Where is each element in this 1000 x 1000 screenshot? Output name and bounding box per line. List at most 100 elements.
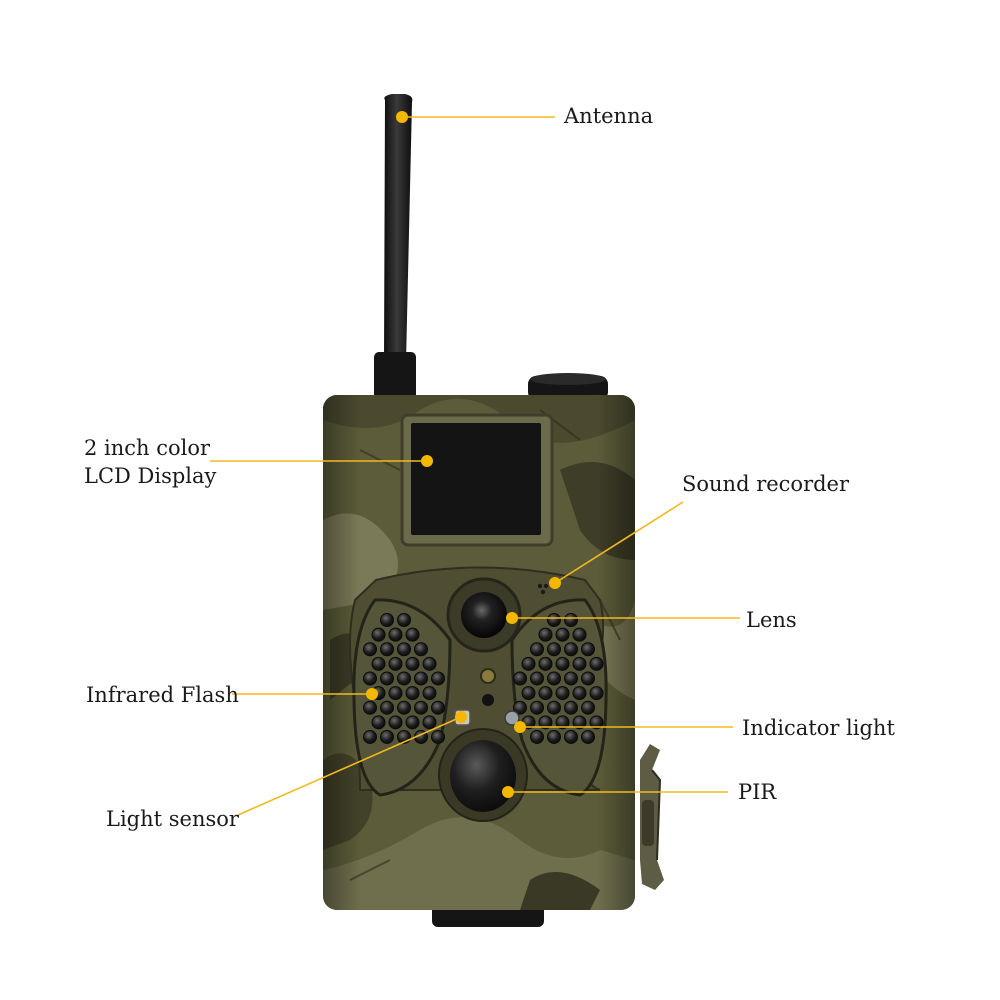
ir-led bbox=[371, 656, 386, 671]
ir-led bbox=[547, 642, 561, 657]
ir-led bbox=[572, 627, 587, 642]
callout-line-sound-recorder bbox=[554, 501, 684, 584]
ir-led bbox=[581, 700, 595, 715]
ir-led bbox=[363, 671, 377, 686]
ir-led bbox=[521, 686, 536, 701]
ir-led bbox=[388, 715, 403, 730]
ir-led bbox=[564, 642, 578, 657]
callout-dot-light-sensor bbox=[455, 711, 467, 723]
callout-dot-lens bbox=[506, 612, 518, 624]
ir-led bbox=[581, 671, 595, 686]
ir-led bbox=[564, 613, 578, 627]
ir-led bbox=[564, 671, 578, 686]
ir-led bbox=[371, 715, 386, 730]
strap-clip bbox=[640, 744, 664, 890]
ir-led bbox=[371, 627, 386, 642]
ir-led bbox=[405, 656, 420, 671]
ir-led bbox=[397, 613, 411, 627]
ir-led bbox=[555, 715, 570, 730]
ir-led bbox=[363, 642, 377, 657]
ir-led bbox=[538, 715, 553, 730]
ir-led bbox=[530, 729, 544, 744]
ir-led bbox=[397, 642, 411, 657]
label-sound-recorder: Sound recorder bbox=[682, 472, 850, 496]
sound-recorder-holes bbox=[537, 583, 549, 595]
ir-led bbox=[431, 700, 445, 715]
ir-led bbox=[538, 686, 553, 701]
ir-led bbox=[380, 729, 394, 744]
ir-led bbox=[564, 729, 578, 744]
label-light-sensor: Light sensor bbox=[106, 807, 239, 831]
lcd-screen bbox=[411, 423, 541, 535]
indicator-light bbox=[504, 710, 520, 726]
ir-led bbox=[431, 729, 445, 744]
ir-led bbox=[414, 642, 428, 657]
ir-led bbox=[380, 700, 394, 715]
ir-led bbox=[397, 700, 411, 715]
ir-led bbox=[513, 700, 527, 715]
ir-led bbox=[538, 627, 553, 642]
ir-led bbox=[397, 671, 411, 686]
label-lens: Lens bbox=[746, 608, 797, 632]
ir-led bbox=[414, 671, 428, 686]
antenna bbox=[384, 94, 413, 362]
ir-led bbox=[405, 627, 420, 642]
ir-led bbox=[388, 627, 403, 642]
callout-dot-antenna bbox=[396, 111, 408, 123]
ir-led bbox=[380, 671, 394, 686]
ir-led bbox=[555, 627, 570, 642]
ir-led bbox=[581, 642, 595, 657]
ir-led bbox=[555, 686, 570, 701]
ir-led bbox=[572, 715, 587, 730]
callout-dot-pir bbox=[502, 786, 514, 798]
ir-led bbox=[513, 671, 527, 686]
ir-led bbox=[589, 686, 604, 701]
callout-dot-lcd bbox=[421, 455, 433, 467]
ir-led bbox=[547, 613, 561, 627]
callout-lines bbox=[210, 111, 740, 816]
ir-led bbox=[388, 656, 403, 671]
ir-led bbox=[431, 671, 445, 686]
ir-led bbox=[405, 686, 420, 701]
label-indicator-light: Indicator light bbox=[742, 716, 895, 740]
ir-led-array-right bbox=[513, 613, 604, 744]
ir-led bbox=[572, 656, 587, 671]
ir-led bbox=[422, 656, 437, 671]
ir-led bbox=[521, 656, 536, 671]
callout-dot-indicator-light bbox=[514, 721, 526, 733]
ir-led bbox=[589, 715, 604, 730]
ir-led bbox=[388, 686, 403, 701]
ir-led bbox=[422, 715, 437, 730]
ir-led bbox=[547, 671, 561, 686]
callout-dot-infrared-flash bbox=[366, 688, 378, 700]
ir-led bbox=[530, 642, 544, 657]
small-indicator-top bbox=[480, 668, 496, 684]
small-hole bbox=[482, 694, 494, 706]
label-antenna: Antenna bbox=[564, 104, 654, 128]
antenna-base bbox=[374, 352, 416, 400]
ir-led bbox=[363, 700, 377, 715]
label-lcd-display: 2 inch color LCD Display bbox=[84, 436, 217, 488]
ir-led bbox=[530, 671, 544, 686]
lens-glass bbox=[461, 592, 507, 638]
ir-led bbox=[555, 656, 570, 671]
ir-led bbox=[581, 729, 595, 744]
ir-led bbox=[572, 686, 587, 701]
ir-led bbox=[538, 656, 553, 671]
ir-led bbox=[564, 700, 578, 715]
pir-sensor bbox=[450, 740, 516, 812]
label-pir: PIR bbox=[738, 780, 777, 804]
ir-led bbox=[380, 613, 394, 627]
ir-led bbox=[380, 642, 394, 657]
label-infrared-flash: Infrared Flash bbox=[86, 683, 239, 707]
ir-led bbox=[589, 656, 604, 671]
callout-line-light-sensor bbox=[237, 716, 462, 816]
ir-led bbox=[530, 700, 544, 715]
ir-led bbox=[547, 729, 561, 744]
ir-led bbox=[363, 729, 377, 744]
ir-led bbox=[405, 715, 420, 730]
ir-led bbox=[547, 700, 561, 715]
ir-led bbox=[414, 700, 428, 715]
